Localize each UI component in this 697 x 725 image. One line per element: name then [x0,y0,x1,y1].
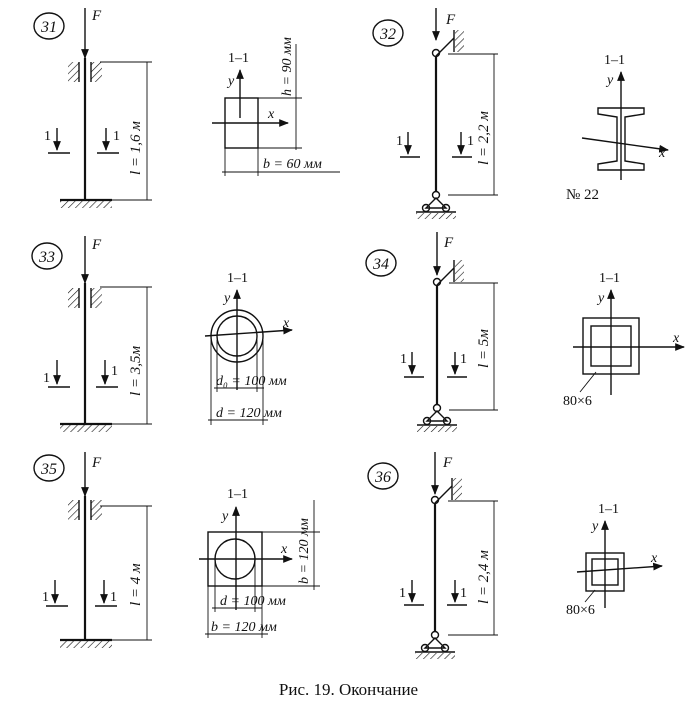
guide-support-right [91,288,102,308]
length-label: l = 2,2 м [476,111,492,165]
pipe-inner [216,315,258,357]
panel-number-circle [372,19,404,47]
panel-33: 33 F 1 1 l = 3,5м 1–1 y x d₀ = 100 мм [31,236,293,432]
length-label: l = 3,5м [128,345,144,396]
section-mark-left: 1 [400,352,407,367]
b-label: b = 60 мм [263,157,322,172]
x-axis-label: x [282,316,290,331]
section-title: 1–1 [598,502,619,517]
guide-support-left [68,288,79,308]
panel-number-circle [367,462,399,490]
x-axis [576,562,663,573]
force-label: F [91,237,102,253]
section-title: 1–1 [599,271,620,286]
hinge-wall [455,260,464,282]
box-section-inner [591,558,619,586]
y-axis-label: y [222,291,231,306]
i-beam-section [597,107,645,171]
panel-number: 33 [38,249,55,266]
y-axis-label: y [220,509,229,524]
x-axis-label: x [650,551,658,566]
section-title: 1–1 [227,487,248,502]
section-mark-right: 1 [460,352,467,367]
box-section-inner [590,325,632,367]
profile-label: № 22 [566,187,599,203]
length-label: l = 5м [476,329,492,368]
section-mark-right: 1 [467,134,474,149]
hinge-wall [455,30,464,52]
x-axis [581,137,669,153]
section-mark-left: 1 [42,590,49,605]
force-label: F [445,12,456,28]
profile-label: 80×6 [566,603,595,618]
panel-31: 31 F 1 1 l = 1,6 м 1–1 y x h [33,8,340,208]
x-axis-label: x [267,107,275,122]
section-mark-left: 1 [44,129,51,144]
panel-number-circle [31,242,63,270]
d-label: d = 100 мм [220,594,286,609]
force-label: F [91,455,102,471]
length-label: l = 4 м [128,563,144,606]
section-mark-left: 1 [43,371,50,386]
guide-support-left [68,62,79,82]
hinge-wall [453,478,462,500]
x-axis [204,326,293,337]
section-mark-right: 1 [110,590,117,605]
length-label: l = 2,4 м [476,550,492,604]
panel-number: 35 [40,461,57,478]
force-label: F [442,455,453,471]
force-label: F [443,235,454,251]
section-mark-right: 1 [113,129,120,144]
guide-support-right [91,62,102,82]
profile-label: 80×6 [563,394,592,409]
section-mark-right: 1 [111,364,118,379]
panel-36: 36 F 1 1 l = 2,4 м 1–1 y x 80×6 [367,452,663,659]
d-label: d = 120 мм [216,406,282,421]
d0-label: d₀ = 100 мм [216,374,287,389]
y-axis-label: y [226,74,235,89]
section-title: 1–1 [604,53,625,68]
x-axis-label: x [280,542,288,557]
section-mark-left: 1 [399,586,406,601]
h-label: h = 90 мм [280,37,295,96]
panel-number: 32 [379,26,396,43]
panel-number-circle [365,249,397,277]
force-label: F [91,8,102,24]
figure-caption: Рис. 19. Окончание [278,680,419,699]
panel-number: 36 [374,469,391,486]
panel-number-circle [33,454,65,482]
x-axis-label: x [672,331,680,346]
x-axis-label: x [658,146,666,161]
section-mark-left: 1 [396,134,403,149]
y-axis-label: y [590,519,599,534]
y-axis-label: y [605,73,614,88]
section-title: 1–1 [227,271,248,286]
length-label: l = 1,6 м [128,121,144,175]
panel-34: 34 F 1 1 l = 5м 1–1 y x 80×6 [365,232,685,432]
section-title: 1–1 [228,51,249,66]
panel-number: 34 [372,256,389,273]
b-width-label: b = 120 мм [211,620,277,635]
panel-35: 35 F 1 1 l = 4 м 1–1 y x b = 120 мм [33,452,320,648]
y-axis-label: y [596,291,605,306]
panel-number: 31 [40,19,57,36]
b-height-label: b = 120 мм [297,518,312,584]
panel-32: 32 F 1 1 l = 2,2 м 1–1 y x № 22 [372,8,669,219]
guide-support-left [68,500,79,520]
box-section-outer [582,317,640,375]
section-mark-right: 1 [460,586,467,601]
panel-number-circle [33,12,65,40]
guide-support-right [91,500,102,520]
